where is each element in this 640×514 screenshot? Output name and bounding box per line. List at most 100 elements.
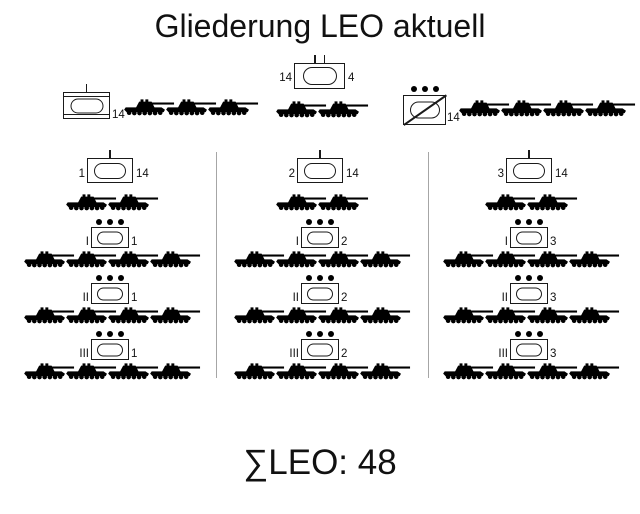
- armor-oval-icon: [304, 162, 336, 179]
- battalion-group: 14 4: [272, 55, 382, 125]
- echelon-ticks: [294, 55, 345, 63]
- tank-icon: [359, 362, 411, 381]
- page-title: Gliederung LEO aktuell: [154, 8, 486, 44]
- company-number-label: 3: [497, 168, 504, 180]
- company-symbol: [297, 158, 343, 183]
- armor-oval-icon: [302, 67, 337, 85]
- tank-icon: [484, 193, 536, 212]
- armor-oval-icon: [307, 343, 333, 356]
- tank-icon: [23, 362, 75, 381]
- unit-dot-icon: [421, 86, 428, 92]
- tank-icon: [275, 100, 327, 119]
- tank-icon: [207, 98, 259, 117]
- armor-oval-icon: [516, 231, 542, 244]
- unit-dot-icon: [306, 331, 312, 337]
- tank-icon: [123, 98, 175, 117]
- company-ref-label: 2: [341, 292, 348, 304]
- platoon-numeral-label: III: [289, 348, 299, 360]
- tank-icon: [107, 306, 159, 325]
- unit-dot-icon: [107, 331, 113, 337]
- company-number-label: 2: [288, 168, 295, 180]
- tank-icon: [233, 362, 285, 381]
- tank-icon: [65, 362, 117, 381]
- unit-dot-icon: [317, 331, 323, 337]
- tank-icon: [526, 250, 578, 269]
- unit-dot-icon: [306, 219, 312, 225]
- tank-icon: [275, 193, 327, 212]
- tank-icon: [458, 99, 510, 118]
- tank-row: [442, 306, 620, 325]
- unit-dot-icon: [537, 219, 543, 225]
- tank-row: [458, 99, 636, 118]
- platoon-symbol: [91, 227, 129, 248]
- unit-dot-icon: [432, 86, 439, 92]
- echelon-tick-icon: [85, 84, 88, 92]
- tank-row: [442, 362, 620, 381]
- tank-row: [123, 98, 259, 117]
- tank-icon: [526, 306, 578, 325]
- platoon-symbol: [510, 339, 548, 360]
- tank-icon: [317, 306, 369, 325]
- tank-icon: [65, 306, 117, 325]
- tank-icon: [107, 193, 159, 212]
- armor-oval-icon: [94, 162, 126, 179]
- tank-icon: [149, 306, 201, 325]
- tank-icon: [107, 362, 159, 381]
- platoon-symbol: [301, 227, 339, 248]
- armor-oval-icon: [97, 231, 123, 244]
- unit-dot-icon: [306, 275, 312, 281]
- unit-dot-icon: [526, 219, 532, 225]
- tank-icon: [165, 98, 217, 117]
- echelon-tick-icon: [319, 150, 321, 158]
- tank-icon: [23, 306, 75, 325]
- crossed-unit-group: 14: [402, 86, 638, 126]
- tank-icon: [275, 306, 327, 325]
- tank-icon: [359, 250, 411, 269]
- tank-icon: [484, 306, 536, 325]
- tank-row: [275, 100, 369, 119]
- tank-icon: [275, 362, 327, 381]
- unit-dot-icon: [515, 275, 521, 281]
- tank-icon: [484, 250, 536, 269]
- tank-icon: [149, 362, 201, 381]
- armor-oval-icon: [513, 162, 545, 179]
- tank-icon: [317, 250, 369, 269]
- tank-icon: [233, 306, 285, 325]
- platoon-dots: [510, 219, 548, 225]
- platoon-dots: [91, 219, 129, 225]
- armor-oval-icon: [97, 287, 123, 300]
- company-ref-label: 3: [550, 348, 557, 360]
- tank-icon: [107, 250, 159, 269]
- unit-dot-icon: [96, 219, 102, 225]
- unit-dot-icon: [317, 219, 323, 225]
- hq-unit-symbol: [63, 92, 110, 119]
- platoon-symbol: [301, 339, 339, 360]
- tank-row: [484, 193, 578, 212]
- company-ref-label: 3: [550, 236, 557, 248]
- unit-dot-icon: [537, 331, 543, 337]
- tank-icon: [65, 193, 117, 212]
- crossed-unit-symbol: [402, 94, 447, 126]
- tank-icon: [359, 306, 411, 325]
- unit-dot-icon: [96, 275, 102, 281]
- tank-row: [23, 362, 201, 381]
- count-label: 4: [348, 72, 355, 84]
- unit-dot-icon: [328, 331, 334, 337]
- inner-bottom-line: [64, 113, 109, 115]
- tank-icon: [149, 250, 201, 269]
- unit-dot-icon: [118, 219, 124, 225]
- tank-icon: [442, 306, 494, 325]
- platoon-dots: [301, 219, 339, 225]
- tank-icon: [275, 250, 327, 269]
- platoon-numeral-label: I: [504, 236, 508, 248]
- tank-icon: [568, 306, 620, 325]
- tank-icon: [65, 250, 117, 269]
- tank-icon: [526, 362, 578, 381]
- tank-icon: [442, 362, 494, 381]
- column-divider: [428, 152, 429, 378]
- platoon-dots: [301, 331, 339, 337]
- company-column-1: 1 14: [10, 150, 210, 390]
- unit-dot-icon: [328, 275, 334, 281]
- strength-label: 14: [447, 112, 460, 124]
- company-ref-label: 1: [131, 236, 138, 248]
